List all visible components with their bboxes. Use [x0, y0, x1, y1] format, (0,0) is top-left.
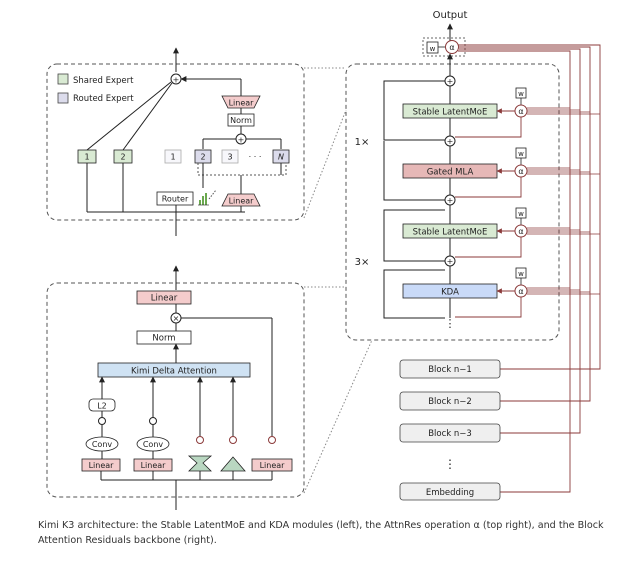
- legend-shared-swatch: [57, 73, 69, 85]
- svg-text:Linear: Linear: [151, 294, 178, 304]
- repeat-1x-label: 1×: [355, 137, 370, 148]
- svg-text:Block n−2: Block n−2: [428, 397, 472, 407]
- alpha-symbol-gated-mla: α: [518, 167, 523, 176]
- repeat-3x-label: 3×: [355, 257, 370, 268]
- history-residual-lines: [458, 44, 601, 493]
- svg-text:Linear: Linear: [141, 461, 167, 470]
- svg-text:+: +: [447, 77, 454, 86]
- svg-text:Stable LatentMoE: Stable LatentMoE: [413, 108, 488, 118]
- history-block-n-1: [399, 359, 501, 379]
- w-weight-label-kda: w: [518, 270, 524, 278]
- svg-text:Embedding: Embedding: [426, 488, 474, 498]
- svg-text:×: ×: [173, 314, 180, 323]
- moe-panel: [46, 63, 305, 221]
- history-block-n-2: [399, 391, 501, 411]
- alpha-symbol: α: [449, 43, 454, 52]
- svg-text:Stable LatentMoE: Stable LatentMoE: [413, 228, 488, 238]
- routed-ellipsis: · · ·: [249, 153, 262, 162]
- svg-text:+: +: [447, 137, 454, 146]
- attnres-ops: w α w α w α w α: [455, 87, 600, 318]
- svg-text:Block n−3: Block n−3: [428, 429, 472, 439]
- kda-norm-box: [136, 330, 192, 345]
- w-weight-label-latentmoe-1: w: [518, 90, 524, 98]
- shared-experts: 1 2: [77, 149, 133, 164]
- output-label: Output: [433, 10, 468, 21]
- svg-text:L2: L2: [97, 402, 107, 411]
- figure-caption: Kimi K3 architecture: the Stable LatentM…: [38, 520, 604, 546]
- svg-text:Norm: Norm: [230, 116, 252, 125]
- svg-text:KDA: KDA: [441, 288, 459, 298]
- kimi-delta-attention-box: [97, 362, 251, 378]
- svg-text:Linear: Linear: [89, 461, 115, 470]
- history-vdots: ⋮: [444, 457, 456, 471]
- alpha-symbol-latentmoe-1: α: [518, 107, 523, 116]
- architecture-diagram: Output w α Shared Expert Routed Expert +…: [46, 10, 601, 510]
- w-weight-label: w: [430, 45, 436, 53]
- svg-text:Linear: Linear: [229, 197, 255, 206]
- svg-text:1: 1: [170, 153, 175, 162]
- alpha-symbol-latentmoe-2: α: [518, 227, 523, 236]
- triangle-projection: [220, 456, 246, 472]
- w-weight-label-latentmoe-2: w: [518, 210, 524, 218]
- legend-routed-label: Routed Expert: [73, 94, 134, 104]
- history-block-n-3: [399, 423, 501, 443]
- svg-text:1: 1: [84, 153, 89, 162]
- backbone-panel: [345, 63, 560, 341]
- svg-text:2: 2: [200, 153, 205, 162]
- router-box: [156, 191, 194, 206]
- svg-text:2: 2: [120, 153, 125, 162]
- legend-routed-swatch: [57, 92, 69, 104]
- svg-text:3: 3: [227, 153, 232, 162]
- kda-top-linear: [136, 290, 192, 305]
- svg-text:Linear: Linear: [229, 99, 255, 108]
- svg-text:Gated MLA: Gated MLA: [427, 168, 474, 178]
- routed-expert-3: [221, 149, 239, 164]
- svg-text:Conv: Conv: [92, 440, 113, 449]
- svg-text:Block n−1: Block n−1: [428, 365, 472, 375]
- legend-shared-label: Shared Expert: [73, 76, 134, 86]
- router-bars-icon: [198, 193, 209, 206]
- embedding-box: [399, 482, 501, 501]
- backbone-vdots: ⋮: [445, 317, 456, 330]
- svg-text:Kimi Delta Attention: Kimi Delta Attention: [131, 367, 217, 377]
- svg-text:+: +: [173, 76, 180, 85]
- svg-text:+: +: [447, 257, 454, 266]
- low-rank-bottleneck: [187, 455, 213, 472]
- svg-text:Linear: Linear: [260, 461, 286, 470]
- svg-text:Norm: Norm: [152, 334, 175, 344]
- svg-text:+: +: [238, 136, 245, 145]
- svg-text:+: +: [447, 196, 454, 205]
- svg-text:N: N: [278, 153, 284, 162]
- moe-top-linear: [221, 95, 261, 109]
- moe-bottom-linear: [221, 193, 261, 207]
- alpha-symbol-kda: α: [518, 287, 523, 296]
- routed-expert-1: [164, 149, 182, 164]
- svg-text:Router: Router: [162, 195, 189, 204]
- w-weight-box: [426, 41, 439, 54]
- svg-text:Conv: Conv: [143, 440, 164, 449]
- w-weight-label-gated-mla: w: [518, 150, 524, 158]
- attnres-op-box: [422, 37, 466, 57]
